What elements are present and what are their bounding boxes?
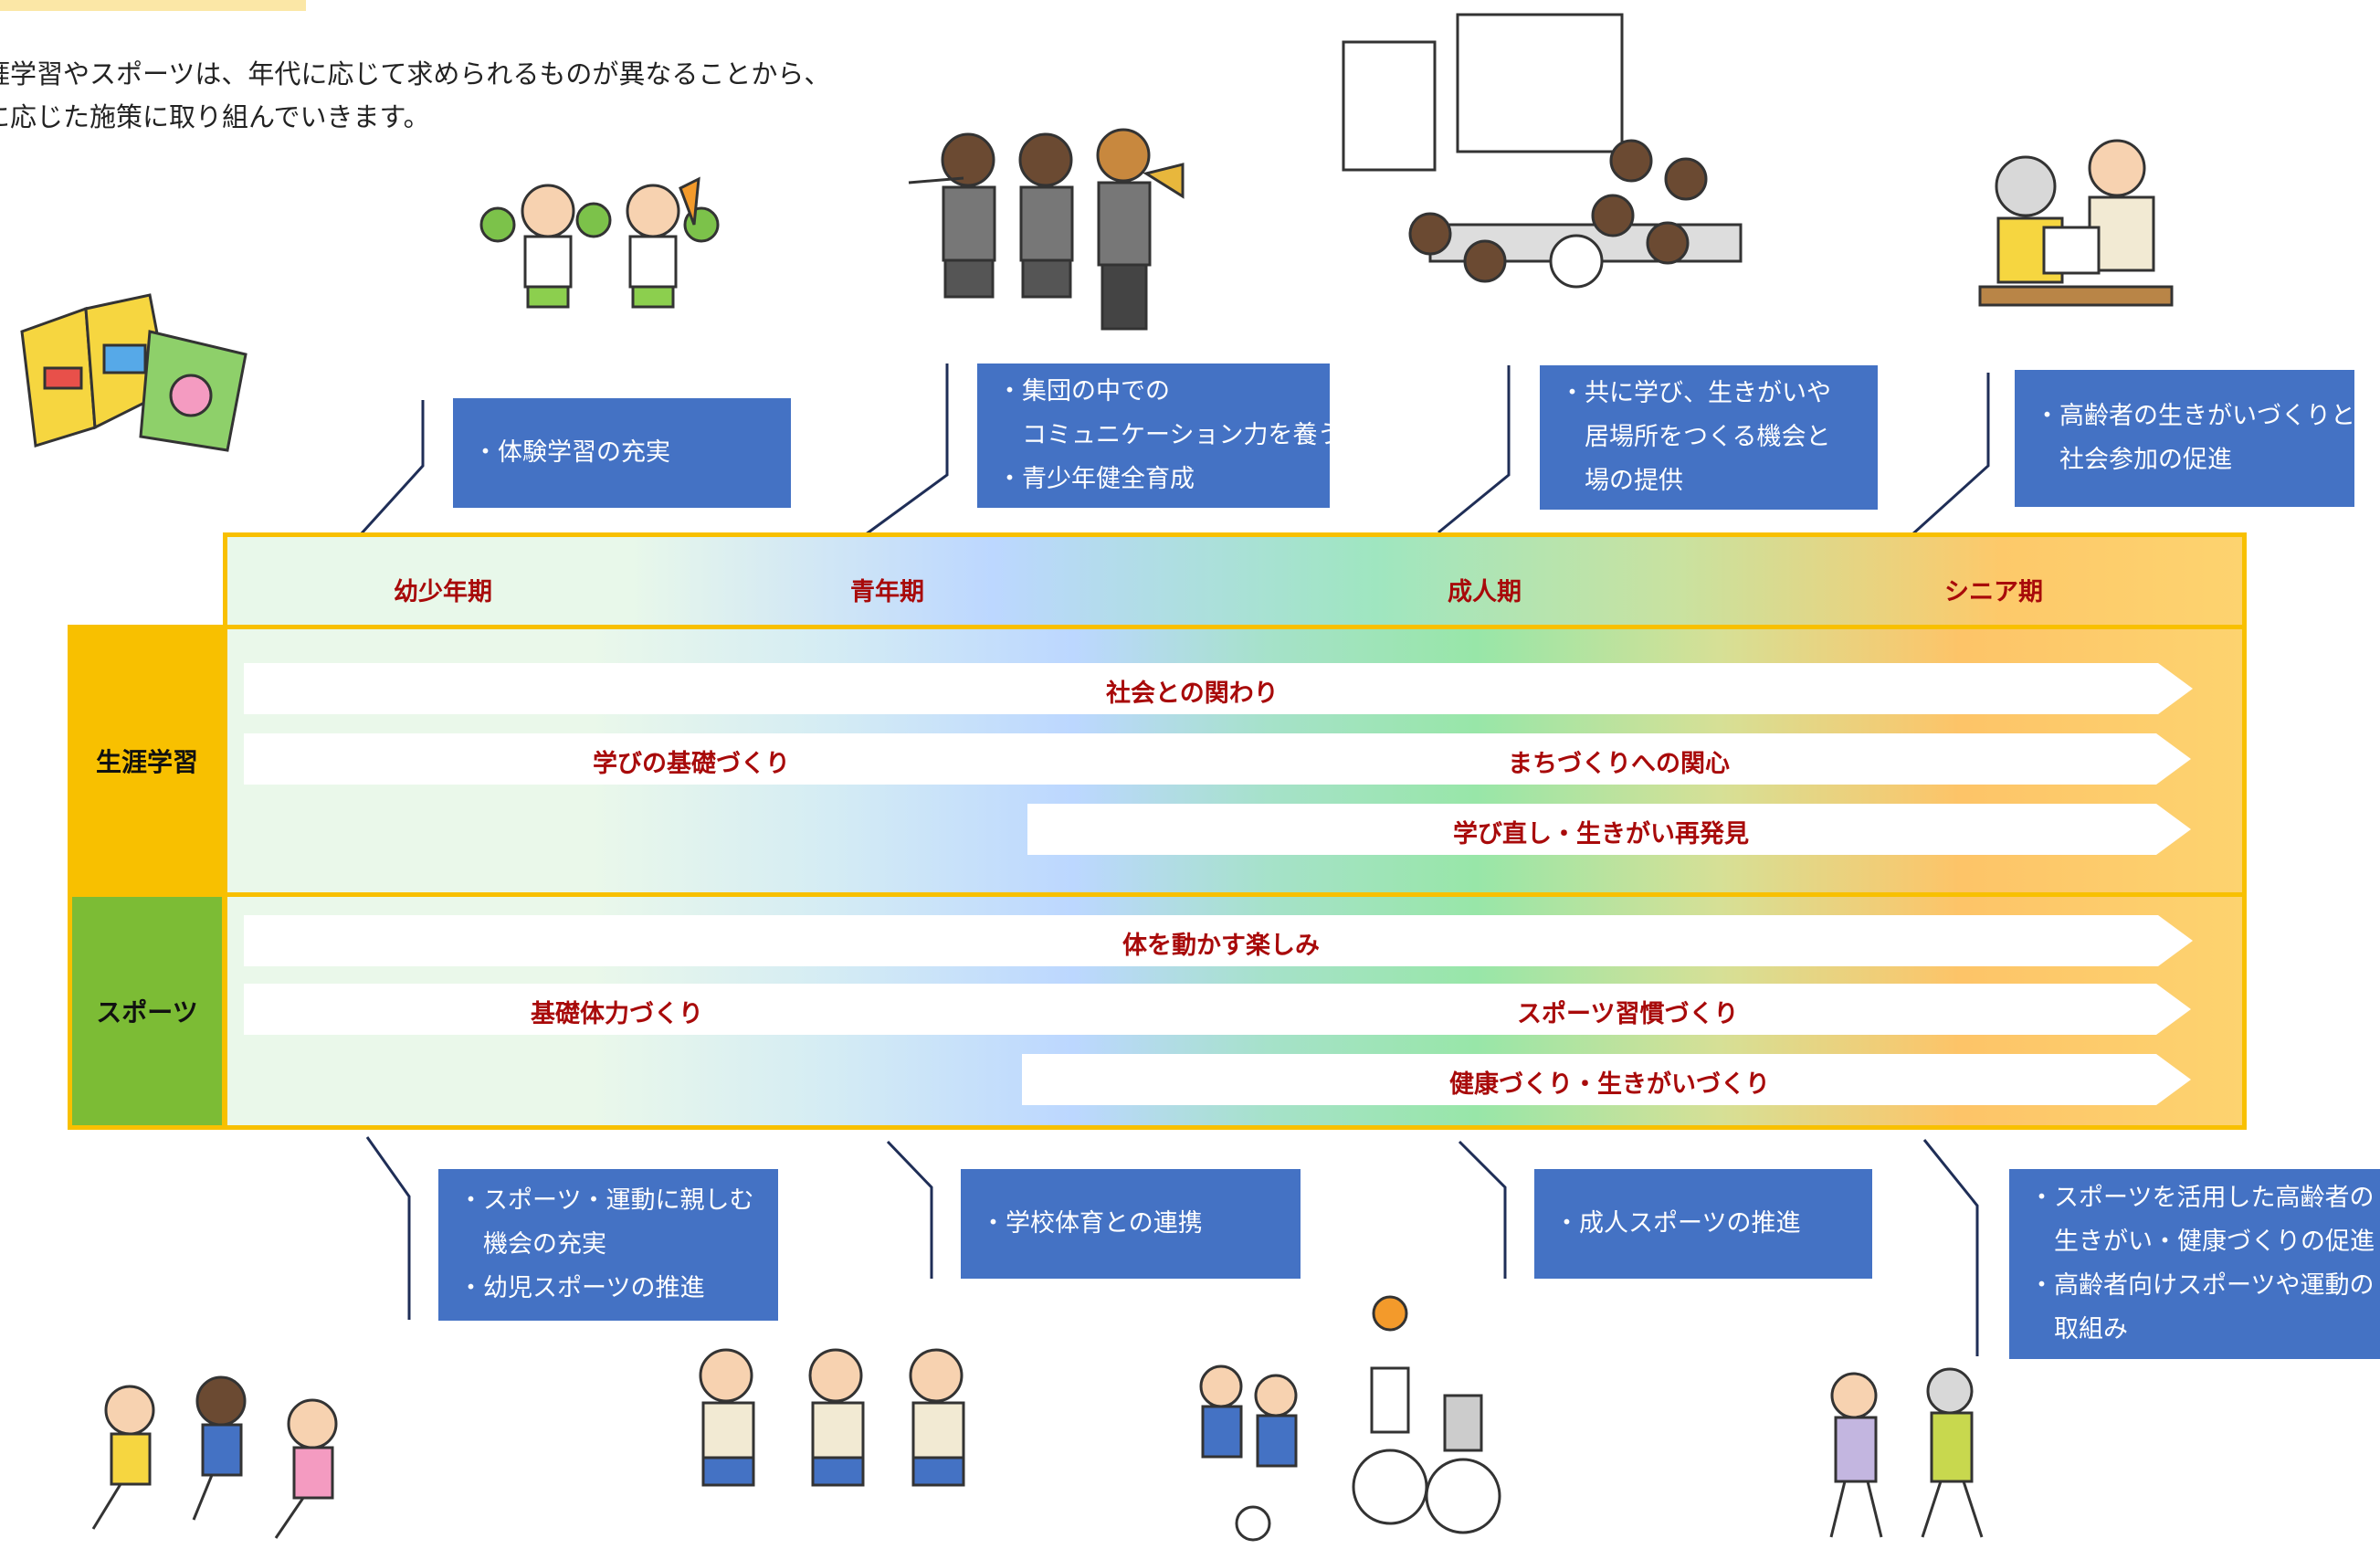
students-running-illustration (699, 1348, 965, 1487)
leader-top-youth (865, 364, 949, 536)
top-box-youth-line-2: コミュニケーション力を養う (997, 421, 1343, 449)
seniors-walking-illustration (1829, 1367, 1984, 1538)
arrow-social-connection: 社会との関わり (244, 663, 2193, 714)
top-box-youth-line-3: ・青少年健全育成 (997, 465, 1195, 493)
arrow-health-purpose-label: 健康づくり・生きがいづくり (1449, 1070, 1770, 1099)
arrow-relearning-label: 学び直し・生きがい再発見 (1453, 820, 1749, 848)
bottom-box-child-line-3: ・幼児スポーツの推進 (458, 1274, 705, 1302)
bottom-box-senior-line-1: ・スポーツを活用した高齢者の (2029, 1184, 2375, 1212)
leader-top-senior (1911, 373, 1990, 536)
period-senior: シニア期 (1944, 578, 2043, 606)
category-sports: スポーツ (68, 892, 226, 1130)
top-box-adult-line-2: 居場所をつくる機会と (1560, 423, 1831, 451)
bottom-box-adult-line-1: ・成人スポーツの推進 (1554, 1209, 1801, 1238)
arrow-relearning: 学び直し・生きがい再発見 (1027, 804, 2191, 855)
leader-bottom-youth (886, 1140, 933, 1279)
arrow-learning-foundation: 学びの基礎づくり まちづくりへの関心 (244, 733, 2191, 785)
lifelong-band: 社会との関わり 学びの基礎づくり まちづくりへの関心 学び直し・生きがい再発見 (223, 625, 2247, 897)
bottom-box-child-line-1: ・スポーツ・運動に親しむ (458, 1186, 754, 1215)
leader-top-adult (1437, 365, 1511, 534)
top-box-adult: ・共に学び、生きがいや 居場所をつくる機会と 場の提供 (1540, 365, 1878, 510)
arrow-learning-foundation-label: 学びの基礎づくり (593, 750, 790, 778)
top-box-youth: ・集団の中での コミュニケーション力を養う ・青少年健全育成 (977, 364, 1343, 508)
arrow-sports-habit-label: スポーツ習慣づくり (1517, 1000, 1739, 1028)
arrow-basic-fitness: 基礎体力づくり スポーツ習慣づくり (244, 984, 2191, 1035)
arrow-joy-of-movement: 体を動かす楽しみ (244, 915, 2193, 966)
period-header-row: 幼少年期 青年期 成人期 シニア期 (223, 532, 2247, 629)
arrow-basic-fitness-label: 基礎体力づくり (531, 1000, 703, 1028)
period-youth: 青年期 (850, 578, 924, 606)
leader-bottom-adult (1458, 1140, 1507, 1279)
arrow-health-purpose: 健康づくり・生きがいづくり (1022, 1054, 2191, 1105)
intro-line-1: 涯学習やスポーツは、年代に応じて求められるものが異なることから、 (0, 58, 831, 90)
children-running-illustration (91, 1375, 338, 1539)
children-vegetables-illustration (479, 176, 720, 309)
top-box-adult-line-1: ・共に学び、生きがいや (1560, 379, 1831, 407)
period-child: 幼少年期 (394, 578, 492, 606)
bottom-box-senior-line-2: 生きがい・健康づくりの促進 (2029, 1228, 2375, 1256)
bottom-box-adult: ・成人スポーツの推進 (1534, 1169, 1872, 1279)
top-box-senior-line-2: 社会参加の促進 (2035, 446, 2232, 474)
top-accent-bar (0, 0, 306, 11)
students-instruments-illustration (908, 128, 1185, 331)
top-box-youth-line-1: ・集団の中での (997, 377, 1170, 406)
arrow-community-interest-label: まちづくりへの関心 (1508, 750, 1730, 778)
arrow-joy-of-movement-label: 体を動かす楽しみ (1122, 932, 1320, 960)
top-box-senior: ・高齢者の生きがいづくりと 社会参加の促進 (2015, 370, 2355, 507)
bottom-box-senior: ・スポーツを活用した高齢者の 生きがい・健康づくりの促進 ・高齢者向けスポーツや… (2009, 1169, 2380, 1359)
leader-top-child (359, 400, 425, 536)
seniors-hobby-illustration (1978, 139, 2174, 307)
classroom-presentation-illustration (1342, 13, 1743, 289)
top-box-senior-line-1: ・高齢者の生きがいづくりと (2035, 402, 2355, 430)
top-box-child: ・体験学習の充実 (453, 398, 791, 508)
intro-text: 涯学習やスポーツは、年代に応じて求められるものが異なることから、 に応じた施策に… (0, 53, 830, 139)
bottom-box-child: ・スポーツ・運動に親しむ 機会の充実 ・幼児スポーツの推進 (438, 1169, 778, 1321)
intro-line-2: に応じた施策に取り組んでいきます。 (0, 101, 430, 132)
period-adult: 成人期 (1448, 578, 1522, 606)
leader-bottom-senior (1922, 1139, 1979, 1356)
bottom-box-child-line-2: 機会の充実 (458, 1230, 606, 1259)
bottom-box-senior-line-3: ・高齢者向けスポーツや運動の (2029, 1271, 2375, 1300)
top-box-adult-line-3: 場の提供 (1560, 467, 1683, 495)
bottom-box-youth: ・学校体育との連携 (961, 1169, 1301, 1279)
bottom-box-senior-line-4: 取組み (2029, 1315, 2128, 1344)
arrow-social-connection-label: 社会との関わり (1106, 680, 1279, 708)
category-lifelong-learning: 生涯学習 (68, 625, 226, 897)
picture-books-illustration (20, 293, 247, 452)
leader-bottom-child (365, 1136, 411, 1320)
adaptive-sports-illustration (1199, 1295, 1501, 1542)
bottom-box-youth-line-1: ・学校体育との連携 (981, 1209, 1203, 1238)
top-box-child-line-1: ・体験学習の充実 (473, 438, 670, 467)
sports-band: 体を動かす楽しみ 基礎体力づくり スポーツ習慣づくり 健康づくり・生きがいづくり (223, 892, 2247, 1130)
